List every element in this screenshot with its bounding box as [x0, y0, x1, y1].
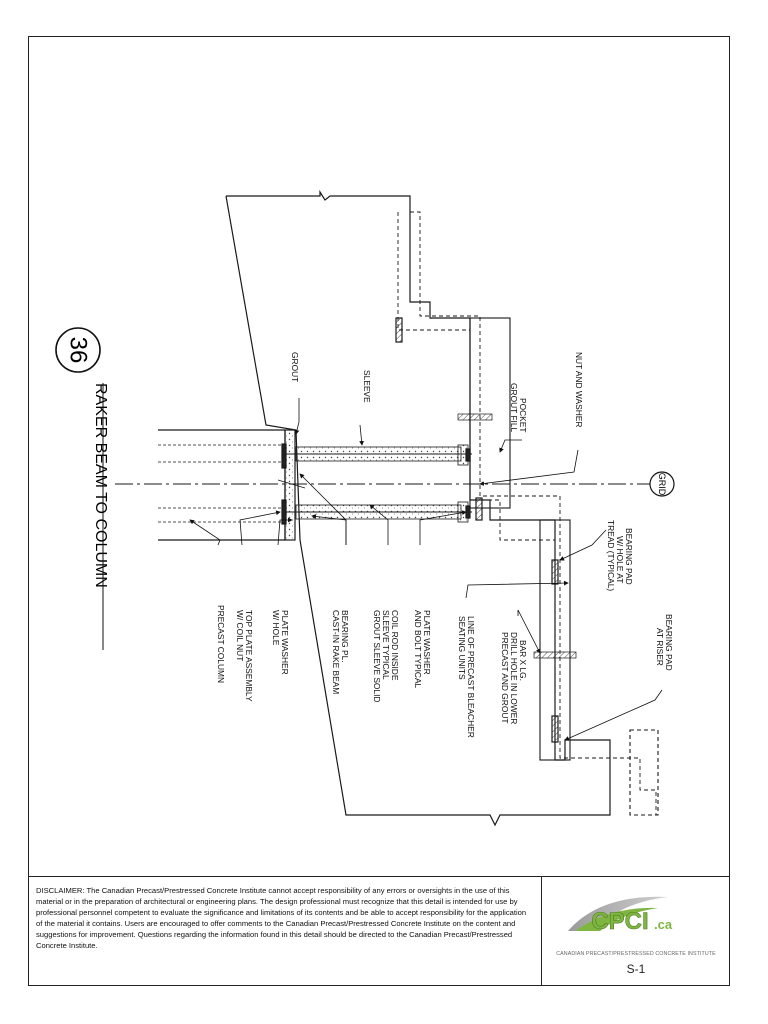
label-pocket: POCKET GROUT FILL — [509, 383, 528, 433]
label-grout: GROUT — [290, 352, 300, 382]
dowel-bar — [457, 413, 493, 421]
sheet-number: S-1 — [626, 962, 646, 976]
label-line: PLATE WASHER — [280, 610, 290, 675]
cpci-logo: CPCI .ca — [568, 896, 673, 935]
label-line: TREAD (TYPICAL) — [606, 520, 616, 591]
label-plate-washer-bolt: PLATE WASHER AND BOLT TYPICAL — [413, 610, 432, 689]
bearing-pad — [395, 317, 403, 343]
bleacher-dashed-line — [410, 211, 657, 815]
detail-title-text: RAKER BEAM TO COLUMN — [92, 383, 109, 588]
logo-text: CPCI — [591, 908, 648, 935]
label-line: AT RISER — [655, 628, 665, 666]
label-bearing-pad-tread: BEARING PAD W/ HOLE AT TREAD (TYPICAL) — [606, 520, 634, 591]
label-line: BAR X LG. — [518, 640, 528, 681]
lower-bleacher-unit — [539, 519, 571, 761]
bearing-plate — [281, 443, 287, 469]
label-plate-washer-hole: PLATE WASHER W/ HOLE — [271, 610, 290, 675]
label-bearing-pad-riser: BEARING PAD AT RISER — [655, 614, 674, 671]
label-line: GROUT SLEEVE SOLID — [372, 610, 382, 702]
label-top-plate: TOP PLATE ASSEMBLY W/ COIL NUT — [235, 610, 254, 702]
detail-number-circle — [55, 327, 101, 373]
label-bar: BAR X LG. DRILL HOLE IN LOWER PRECAST AN… — [500, 632, 528, 724]
grid-label: GRID — [657, 473, 667, 496]
label-line: LINE OF PRECAST BLEACHER — [466, 616, 476, 738]
label-line: W/ COIL NUT — [235, 610, 245, 661]
label-nut-washer: NUT AND WASHER — [574, 352, 584, 427]
label-line: BEARING PAD — [664, 614, 674, 671]
label-line-of-precast: LINE OF PRECAST BLEACHER SEATING UNITS — [457, 616, 476, 738]
bearing-pad — [475, 497, 483, 521]
label-sleeve: SLEEVE — [362, 370, 372, 403]
label-coil-rod: COIL ROD INSIDE SLEEVE TYPICAL GROUT SLE… — [372, 610, 400, 702]
grid-bubble: GRID — [649, 471, 675, 497]
bearing-pad — [551, 715, 559, 743]
riser-unit — [629, 729, 659, 816]
label-line: CAST-IN RAKE BEAM — [331, 610, 341, 694]
label-bearing-pl: BEARING PL. CAST-IN RAKE BEAM — [331, 610, 350, 694]
label-line: GROUT FILL — [509, 383, 519, 433]
logo-swoosh-green — [575, 907, 658, 931]
title-block-divider — [541, 876, 542, 986]
label-line: SLEEVE TYPICAL — [381, 610, 391, 680]
institute-name: CANADIAN PRECAST/PRESTRESSED CONCRETE IN… — [556, 951, 716, 957]
label-line: DRILL HOLE IN LOWER — [509, 632, 519, 724]
label-precast-column: PRECAST COLUMN — [216, 605, 226, 683]
disclaimer-text: DISCLAIMER: The Canadian Precast/Prestre… — [36, 886, 527, 950]
bearing-pad — [551, 559, 559, 585]
upper-bleacher-unit — [469, 317, 511, 509]
label-line: BEARING PAD — [624, 528, 634, 585]
structural-linework — [115, 189, 659, 827]
label-line: PLATE WASHER — [422, 610, 432, 675]
label-line: W/ HOLE AT — [615, 536, 625, 583]
label-line: SEATING UNITS — [457, 616, 467, 680]
nut — [465, 448, 471, 462]
sheet-border — [28, 36, 730, 986]
label-line: BEARING PL. — [340, 610, 350, 663]
title-block — [28, 876, 730, 986]
label-line: COIL ROD INSIDE — [390, 610, 400, 681]
label-line: PRECAST AND GROUT — [500, 632, 510, 724]
label-line: AND BOLT TYPICAL — [413, 610, 423, 689]
logo-suffix: .ca — [654, 917, 673, 932]
label-line: POCKET — [518, 398, 528, 432]
leader-lines — [189, 398, 663, 741]
labels: GROUT SLEEVE POCKET GROUT FILL NUT AND W… — [216, 352, 674, 738]
label-line: TOP PLATE ASSEMBLY — [244, 610, 254, 702]
label-line: W/ HOLE — [271, 610, 281, 646]
detail-number: 36 — [65, 337, 92, 364]
detail-title: 36 RAKER BEAM TO COLUMN — [55, 327, 109, 650]
dowel-bar — [533, 651, 577, 659]
